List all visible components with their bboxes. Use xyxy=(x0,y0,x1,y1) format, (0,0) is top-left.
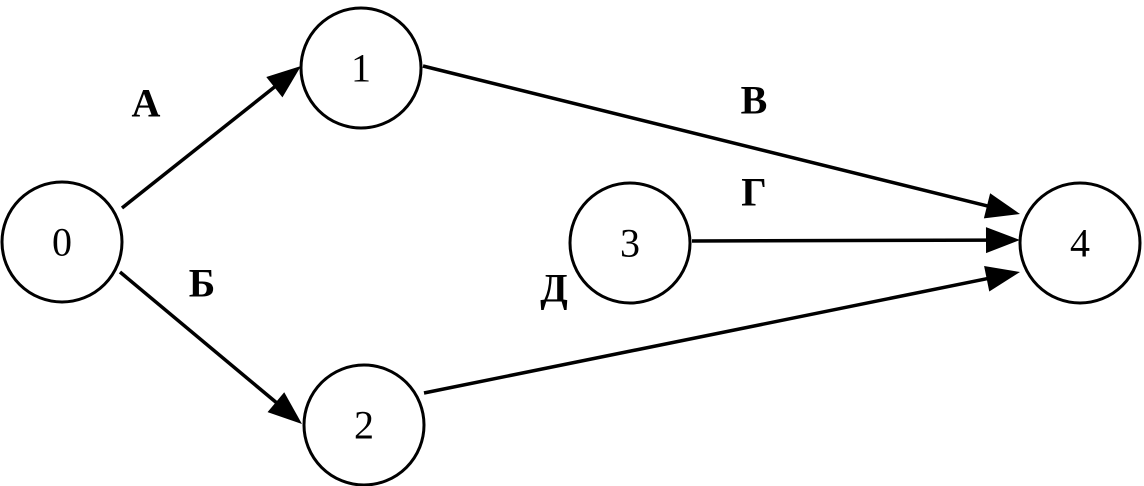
edges-layer xyxy=(118,64,1020,424)
edge-line-1-4 xyxy=(422,64,992,209)
node-circle-2 xyxy=(302,363,426,486)
edge-line-0-1 xyxy=(120,83,279,210)
arrowhead-0-1 xyxy=(266,66,301,98)
nodes-layer: 0 1 2 3 4 xyxy=(0,6,1142,486)
node-3: 3 xyxy=(568,181,692,305)
node-label-0: 0 xyxy=(52,220,72,265)
node-label-4: 4 xyxy=(1070,221,1090,266)
node-circle-4 xyxy=(1018,181,1142,305)
edge-0-1 xyxy=(120,66,301,210)
node-label-1: 1 xyxy=(351,46,371,91)
edge-line-2-4 xyxy=(423,276,991,395)
node-0: 0 xyxy=(0,180,124,304)
node-circle-0 xyxy=(0,180,124,304)
node-label-2: 2 xyxy=(354,403,374,448)
edge-line-3-4 xyxy=(691,238,991,243)
arrowhead-3-4 xyxy=(985,227,1020,254)
arrowhead-1-4 xyxy=(983,193,1020,219)
edge-label-1-4: В xyxy=(741,78,768,123)
node-2: 2 xyxy=(302,363,426,486)
edge-1-4 xyxy=(422,64,1020,219)
node-1: 1 xyxy=(299,6,423,130)
node-4: 4 xyxy=(1018,181,1142,305)
node-circle-1 xyxy=(299,6,423,130)
edge-label-0-1: А xyxy=(132,81,161,126)
node-label-3: 3 xyxy=(620,221,640,266)
edge-labels-layer: А Б В Г Д xyxy=(132,78,768,311)
edge-label-0-2: Б xyxy=(189,261,215,306)
node-circle-3 xyxy=(568,181,692,305)
arrowhead-2-4 xyxy=(984,266,1020,292)
edge-0-2 xyxy=(118,270,302,424)
edge-3-4 xyxy=(691,227,1020,254)
edge-label-2-4: Д xyxy=(540,266,568,311)
edge-label-3-4: Г xyxy=(741,170,766,215)
arrowhead-0-2 xyxy=(267,392,302,424)
edge-2-4 xyxy=(423,266,1020,395)
edge-line-0-2 xyxy=(118,270,281,407)
